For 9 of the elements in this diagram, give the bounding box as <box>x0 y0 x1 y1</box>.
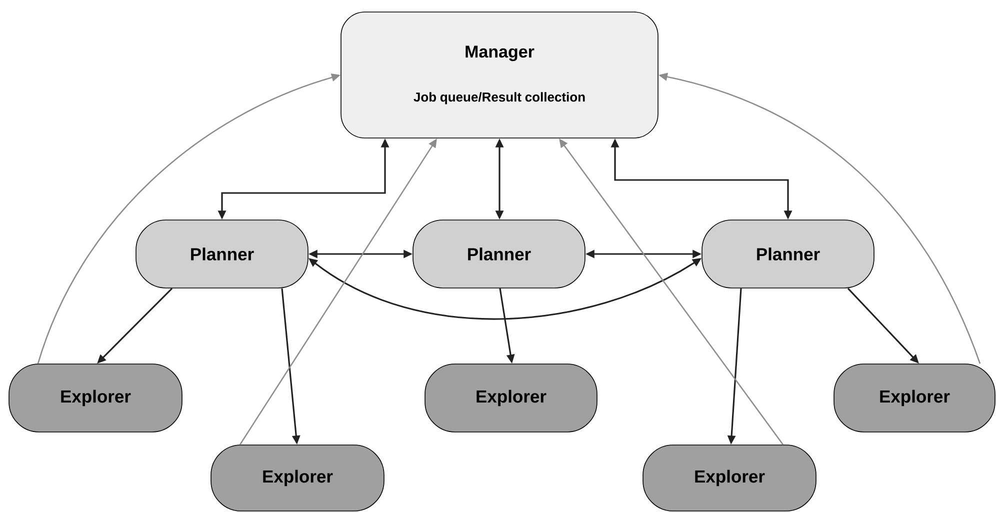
explorer-box: Explorer <box>424 364 598 432</box>
explorer-box: Explorer <box>8 364 182 432</box>
explorer-box: Explorer <box>210 444 384 512</box>
planner-box: Planner <box>702 220 874 288</box>
explorer-box: Explorer <box>642 444 816 512</box>
planner-box: Planner <box>136 220 308 288</box>
planner-box: Planner <box>412 220 586 288</box>
manager-box: Manager Job queue/Result collection <box>340 12 658 138</box>
explorer-box: Explorer <box>834 364 996 432</box>
